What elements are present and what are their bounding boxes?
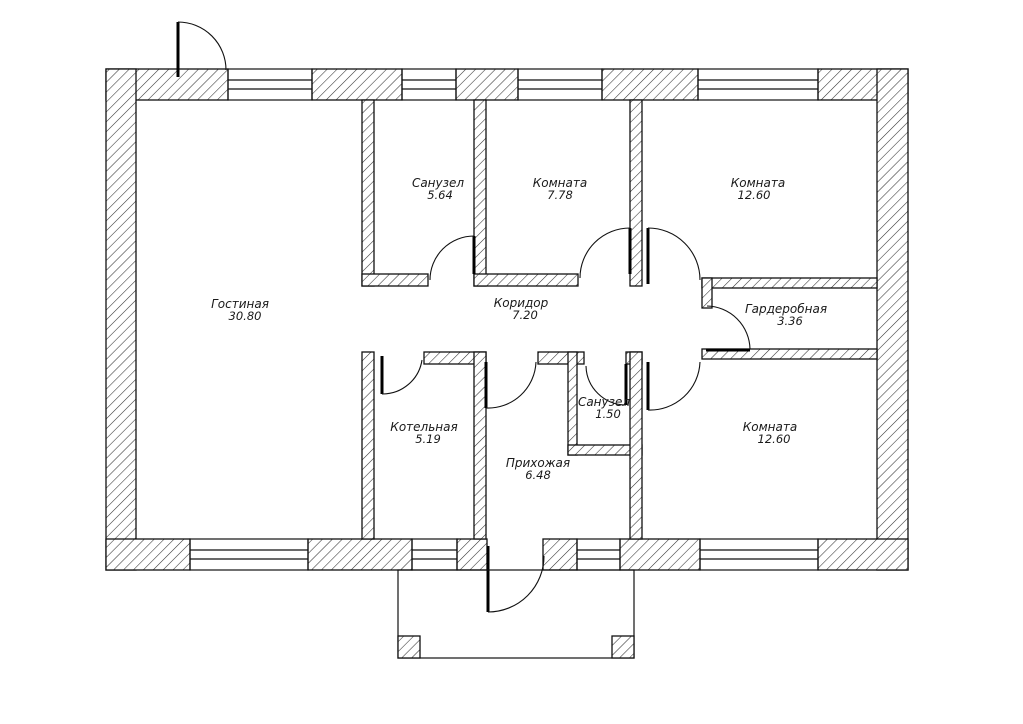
door-wardrobe	[706, 305, 751, 352]
room-corridor: Коридор 7.20	[494, 296, 549, 322]
door-boiler	[380, 356, 423, 395]
wall-bath1-bottom	[361, 273, 429, 287]
room-name: Комната	[533, 176, 587, 190]
doors	[176, 21, 751, 613]
room-bath2: Санузел 1.50	[578, 395, 630, 421]
door-bath2	[585, 364, 628, 406]
room-bath1: Санузел 5.64	[412, 176, 464, 202]
porch-column-right	[611, 635, 635, 659]
door-entrance-top	[176, 21, 227, 77]
room-name: Комната	[731, 176, 785, 190]
window-bottom-room3	[699, 538, 819, 571]
wall-room1-bottom	[473, 273, 579, 287]
room-room1: Комната 7.78	[533, 176, 587, 202]
room-area: 1.50	[595, 407, 621, 421]
room-name: Комната	[743, 420, 797, 434]
wall-left	[105, 68, 137, 571]
wall-top-pier-2	[455, 68, 519, 101]
wall-bottom-pier-4	[619, 538, 701, 571]
room-name: Коридор	[494, 296, 549, 310]
door-room3	[646, 361, 701, 411]
interior-walls	[361, 99, 878, 540]
wall-wardrobe-bottom	[701, 348, 878, 360]
door-entrance-bottom	[486, 546, 545, 613]
wall-bottom-pier-3	[542, 538, 578, 571]
room-area: 12.60	[738, 188, 771, 202]
room-name: Гардеробная	[745, 302, 827, 316]
room-name: Санузел	[578, 395, 630, 409]
window-bottom-living	[189, 538, 309, 571]
wall-room3-left	[629, 351, 643, 540]
window-top-bath	[401, 68, 457, 101]
door-room2	[646, 227, 701, 284]
room-name: Гостиная	[211, 297, 269, 311]
wall-bath1-left	[361, 99, 375, 287]
room-area: 30.80	[229, 309, 262, 323]
wall-boiler-hall	[473, 351, 487, 540]
wall-bath2-left	[567, 351, 578, 456]
door-bath1	[429, 235, 476, 281]
wall-bottom-pier-1	[307, 538, 413, 571]
room-area: 7.20	[512, 308, 538, 322]
window-top-living	[227, 68, 313, 101]
room-room2: Комната 12.60	[731, 176, 785, 202]
window-bottom-boiler	[411, 538, 458, 571]
wall-bath1-room1	[473, 99, 487, 287]
door-room1	[579, 227, 632, 279]
outer-walls	[105, 68, 909, 571]
room-room3: Комната 12.60	[743, 420, 797, 446]
room-living: Гостиная 30.80	[211, 297, 269, 323]
room-area: 5.19	[415, 432, 441, 446]
room-hall: Прихожая 6.48	[506, 456, 570, 482]
room-area: 5.64	[427, 188, 453, 202]
wall-bottom-right	[817, 538, 909, 571]
wall-bottom-left	[105, 538, 191, 571]
wall-room2-bottom	[701, 277, 878, 289]
room-name: Прихожая	[506, 456, 570, 470]
wall-top-pier-1	[311, 68, 403, 101]
room-area: 6.48	[525, 468, 551, 482]
wall-right	[876, 68, 909, 571]
room-area: 3.36	[777, 314, 803, 328]
room-name: Санузел	[412, 176, 464, 190]
windows	[189, 68, 819, 571]
wall-boiler-left	[361, 351, 375, 540]
window-bottom-hall	[576, 538, 621, 571]
door-hall	[484, 361, 537, 409]
wall-top-pier-3	[601, 68, 699, 101]
room-labels: Гостиная 30.80 Санузел 5.64 Комната 7.78…	[211, 176, 827, 482]
room-boiler: Котельная 5.19	[390, 420, 457, 446]
window-top-room1	[517, 68, 603, 101]
porch-column-left	[397, 635, 421, 659]
wall-bottom-pier-2	[456, 538, 488, 571]
room-name: Котельная	[390, 420, 457, 434]
wall-room1-right	[629, 99, 643, 287]
porch	[397, 569, 635, 659]
room-area: 12.60	[758, 432, 791, 446]
room-area: 7.78	[547, 188, 573, 202]
window-top-room2	[697, 68, 819, 101]
room-wardrobe: Гардеробная 3.36	[745, 302, 827, 328]
wall-wardrobe-left-top	[701, 277, 713, 309]
